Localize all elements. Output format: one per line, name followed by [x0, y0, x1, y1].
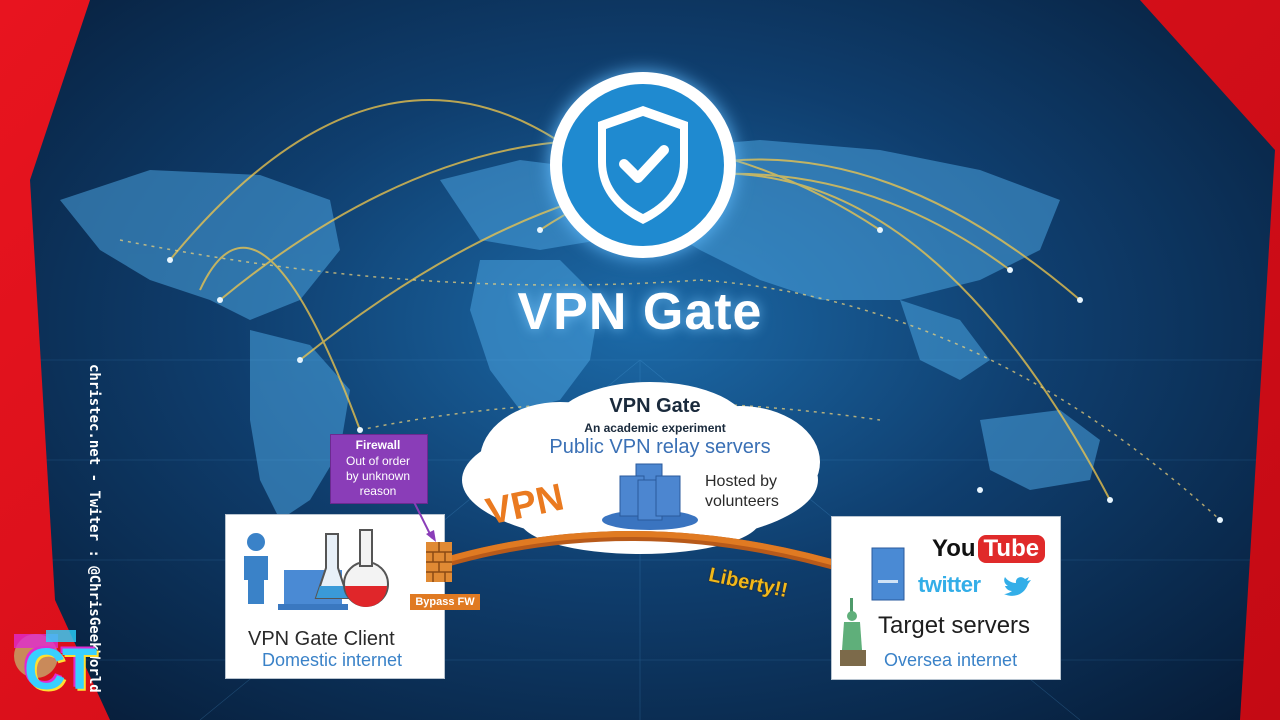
- relay-servers-label: Public VPN relay servers: [549, 436, 771, 458]
- server-stack-icon: [602, 463, 698, 530]
- ct-logo-background: [14, 630, 76, 678]
- client-title: VPN Gate Client: [248, 628, 395, 650]
- firewall-line-3: reason: [359, 484, 397, 498]
- firewall-callout: [330, 434, 428, 504]
- youtube-logo: You Tube: [932, 532, 1046, 566]
- shield-check-icon: [598, 106, 688, 224]
- shield-logo: [550, 72, 736, 258]
- target-title: Target servers: [878, 612, 1031, 639]
- twitter-wordmark: twitter: [918, 572, 981, 597]
- youtube-you: You: [932, 535, 976, 562]
- hosted-by-label: Hosted by volunteers: [705, 472, 815, 512]
- twitter-bird-icon: [1004, 577, 1031, 596]
- cloud-title: VPN Gate: [609, 395, 701, 417]
- statue-of-liberty-icon: [840, 598, 866, 666]
- bypass-fw-badge: Bypass FW: [410, 594, 480, 610]
- user-icon: [244, 533, 268, 604]
- hosted-line-1: Hosted by: [705, 473, 778, 490]
- firewall-line-1: Out of order: [345, 454, 411, 468]
- client-subtitle: Domestic internet: [262, 650, 403, 670]
- page-title: VPN Gate: [517, 283, 763, 341]
- flask-icon: [314, 529, 389, 607]
- server-icon: [871, 547, 905, 601]
- firewall-brick-icon: [426, 542, 452, 582]
- youtube-tube: Tube: [977, 535, 1046, 563]
- cloud-subtitle: An academic experiment: [584, 421, 726, 435]
- target-subtitle: Oversea internet: [884, 650, 1018, 670]
- hosted-line-2: volunteers: [705, 493, 779, 510]
- firewall-pointer: [413, 501, 436, 542]
- shield-logo-inner: [562, 84, 724, 246]
- firewall-body: Out of order by unknown reason: [330, 454, 426, 499]
- firewall-line-2: by unknown: [345, 469, 411, 483]
- ct-logo: CT: [24, 637, 97, 702]
- firewall-title: Firewall: [355, 438, 401, 452]
- twitter-logo: twitter: [918, 572, 981, 598]
